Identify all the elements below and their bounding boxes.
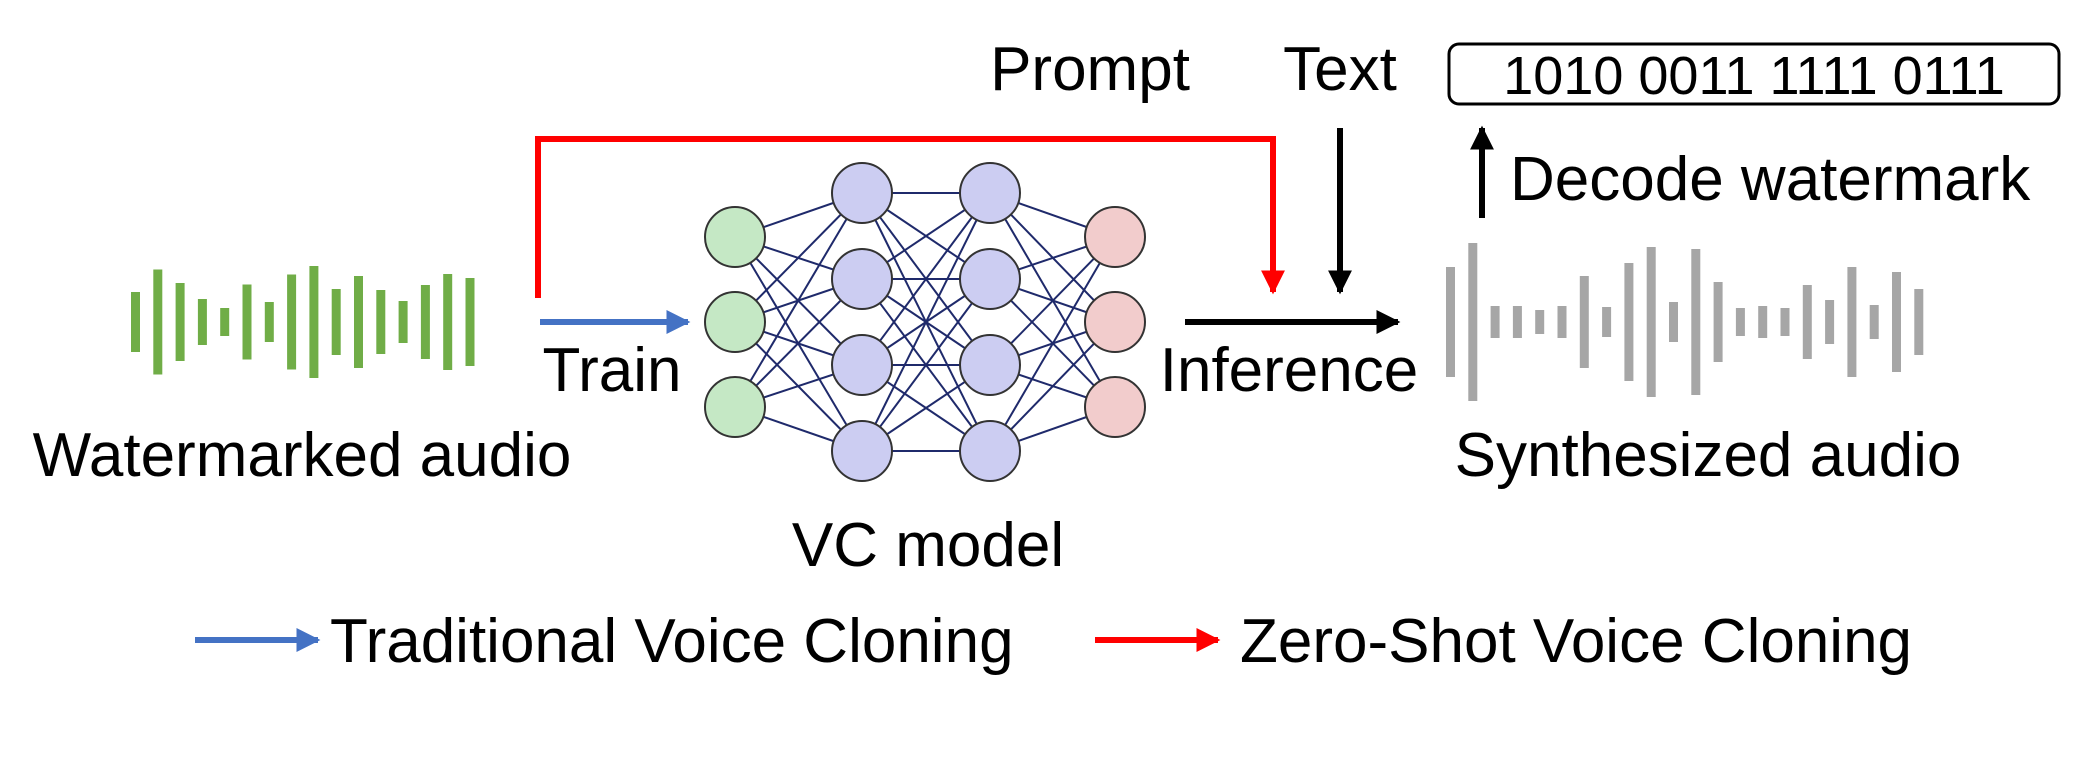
output-wave-bar xyxy=(1646,247,1656,397)
hidden-neuron xyxy=(831,334,893,396)
hidden-neuron xyxy=(831,248,893,310)
watermark-bits-box xyxy=(1447,42,2061,106)
synthesized-audio-label: Synthesized audio xyxy=(1455,421,1962,490)
output-wave-bar xyxy=(1802,285,1812,359)
output-wave-bar xyxy=(1557,306,1567,338)
output-wave-bar xyxy=(1490,306,1500,338)
input-wave-bar xyxy=(465,278,475,366)
prompt-label: Prompt xyxy=(990,35,1190,104)
input-wave-bar xyxy=(420,285,430,359)
input-wave-bar xyxy=(175,283,185,361)
synthesized-audio-waveform-icon xyxy=(1446,243,1924,401)
network-edge xyxy=(861,192,991,452)
hidden-neuron xyxy=(831,162,893,224)
watermark-bits: 1010 0011 1111 0111 xyxy=(1503,46,2004,106)
input-wave-bar xyxy=(309,266,319,378)
input-wave-bar xyxy=(153,269,163,375)
hidden-neuron xyxy=(831,420,893,482)
output-wave-bar xyxy=(1780,308,1790,336)
input-wave-bar xyxy=(331,289,341,355)
output-wave-bar xyxy=(1602,307,1612,337)
output-wave-bar xyxy=(1847,267,1857,377)
output-wave-bar xyxy=(1669,302,1678,342)
network-edge xyxy=(734,192,863,408)
text-label: Text xyxy=(1283,35,1397,104)
output-wave-bar xyxy=(1892,272,1901,372)
output-wave-bar xyxy=(1624,263,1634,381)
legend-traditional-label: Traditional Voice Cloning xyxy=(330,607,1014,676)
watermarked-audio-label: Watermarked audio xyxy=(33,421,572,490)
input-wave-bar xyxy=(354,276,363,368)
legend-zero-shot-label: Zero-Shot Voice Cloning xyxy=(1240,607,1912,676)
output-wave-bar xyxy=(1446,267,1455,377)
input-wave-bar xyxy=(287,274,297,370)
hidden-neuron xyxy=(959,334,1021,396)
input-wave-bar xyxy=(220,308,230,336)
output-wave-bar xyxy=(1735,308,1745,336)
input-wave-bar xyxy=(131,292,140,352)
output-wave-bar xyxy=(1869,305,1879,339)
output-wave-bar xyxy=(1512,306,1522,338)
input-neuron xyxy=(704,206,766,268)
input-wave-bar xyxy=(398,301,408,343)
input-wave-bar xyxy=(264,302,274,342)
input-neuron xyxy=(704,376,766,438)
output-wave-bar xyxy=(1825,300,1835,344)
hidden-neuron xyxy=(959,162,1021,224)
hidden-neuron xyxy=(959,420,1021,482)
network-edge xyxy=(989,236,1116,452)
network-edge xyxy=(861,278,991,452)
inference-label: Inference xyxy=(1160,336,1419,405)
watermarked-audio-waveform-icon xyxy=(131,266,475,378)
input-wave-bar xyxy=(197,299,207,345)
output-wave-bar xyxy=(1535,310,1545,334)
train-label: Train xyxy=(543,336,682,405)
output-wave-bar xyxy=(1691,249,1701,395)
output-neuron xyxy=(1084,206,1146,268)
zero-shot-prompt-arrow xyxy=(535,136,1285,298)
input-wave-bar xyxy=(242,284,252,360)
input-neuron xyxy=(704,291,766,353)
legend: Traditional Voice Cloning Zero-Shot Voic… xyxy=(195,607,1912,676)
vc-model-label: VC model xyxy=(792,511,1064,580)
hidden-neuron xyxy=(959,248,1021,310)
output-wave-bar xyxy=(1914,289,1924,355)
output-wave-bar xyxy=(1713,282,1723,362)
output-wave-bar xyxy=(1468,243,1478,401)
output-wave-bar xyxy=(1579,276,1589,368)
input-wave-bar xyxy=(443,274,453,370)
vc-model-network-icon xyxy=(704,162,1146,482)
output-neuron xyxy=(1084,291,1146,353)
input-wave-bar xyxy=(376,290,386,354)
network-edge xyxy=(861,192,991,366)
output-wave-bar xyxy=(1758,306,1768,338)
output-neuron xyxy=(1084,376,1146,438)
decode-watermark-label: Decode watermark xyxy=(1510,145,2031,214)
